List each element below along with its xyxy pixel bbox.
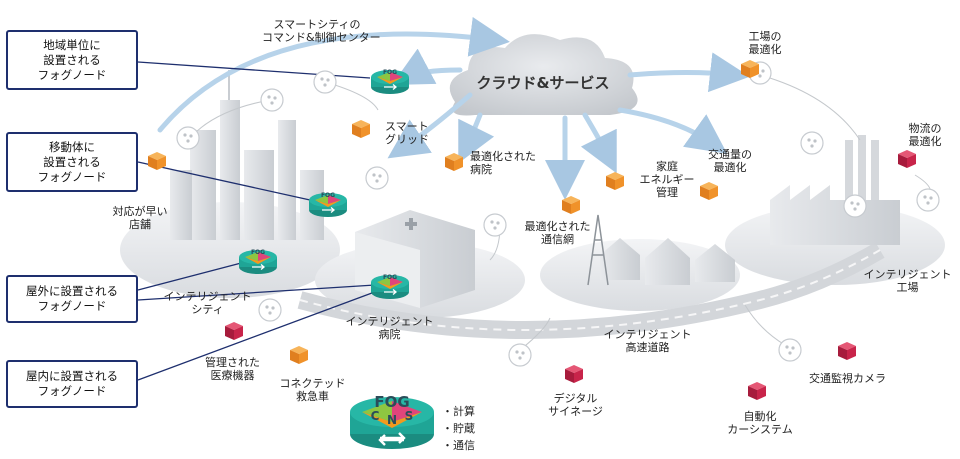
label-command-center: スマートシティの コマンド&制御センター — [262, 18, 381, 44]
label-intelligent-highway: インテリジェント 高速道路 — [603, 328, 692, 354]
label-home-energy: 家庭 エネルギー 管理 — [639, 160, 695, 199]
label-smart-grid: スマート グリッド — [385, 120, 429, 146]
label-optimized-hospital: 最適化された 病院 — [470, 150, 536, 176]
label-intelligent-city: インテリジェント シティ — [163, 290, 252, 316]
fog-legend-n: N — [387, 413, 397, 427]
legend-communication: ・通信 — [442, 439, 475, 452]
callout-indoor-fog-node: 屋内に設置される フォグノード — [6, 360, 138, 408]
label-factory-optimization: 工場の 最適化 — [748, 30, 782, 56]
label-connected-ambulance: コネクテッド 救急車 — [279, 377, 346, 403]
label-managed-medical-devices: 管理された 医療機器 — [205, 356, 260, 382]
label-intelligent-factory: インテリジェント 工場 — [863, 268, 952, 294]
label-quick-store: 対応が早い 店舗 — [112, 205, 168, 231]
fog-legend-c: C — [371, 409, 380, 423]
callout-regional-fog-node: 地域単位に 設置される フォグノード — [6, 30, 138, 90]
label-digital-signage: デジタル サイネージ — [548, 392, 603, 418]
label-logistics-optimization: 物流の 最適化 — [908, 122, 942, 148]
callout-outdoor-fog-node: 屋外に設置される フォグノード — [6, 275, 138, 323]
label-traffic-camera: 交通監視カメラ — [809, 372, 886, 385]
fog-legend-title: FOG — [374, 393, 409, 411]
callout-mobile-fog-node: 移動体に 設置される フォグノード — [6, 132, 138, 192]
fog-legend-icon: FOG C N S — [350, 393, 434, 449]
label-autonomous-car-system: 自動化 カーシステム — [727, 410, 793, 436]
city-buildings — [170, 70, 324, 240]
label-optimized-network: 最適化された 通信網 — [524, 220, 591, 246]
legend-compute: ・計算 — [442, 405, 475, 418]
label-traffic-optimization: 交通量の 最適化 — [708, 148, 752, 174]
callout-lines — [137, 61, 381, 381]
houses — [587, 214, 735, 286]
label-intelligent-hospital: インテリジェント 病院 — [345, 315, 434, 341]
cloud-services-label: クラウド&サービス — [476, 74, 610, 92]
fog-legend-s: S — [405, 409, 414, 423]
legend-storage: ・貯蔵 — [442, 422, 475, 435]
factory-building — [770, 135, 900, 245]
